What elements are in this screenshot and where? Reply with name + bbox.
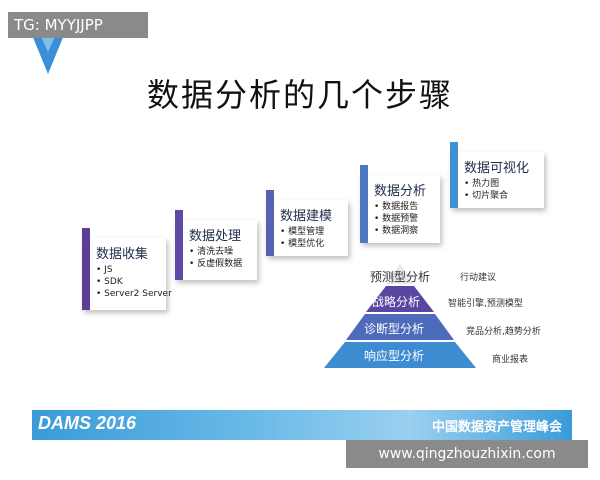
step-item: JS [96,264,166,276]
pyramid-level-responsive [324,342,476,368]
step-item: 数据预警 [374,213,440,225]
pyramid-level-diagnostic [346,314,454,340]
url-badge: www.qingzhouzhixin.com [346,440,588,468]
step-item: 反虚假数据 [189,258,257,270]
pyramid-level-predictive [386,264,414,284]
step-item: 模型优化 [280,238,348,250]
step-item: SDK [96,276,166,288]
pyramid-level-strategic [366,286,434,312]
pyramid-side-responsive: 商业报表 [492,355,529,365]
step-title: 数据分析 [374,184,427,199]
step-item: 模型管理 [280,226,348,238]
step-item: Server2 Server [96,288,172,300]
step-title: 数据建模 [280,209,333,224]
step-data-visualization: 数据可视化 热力图 切片聚合 [450,142,544,208]
pyramid-label-strategic: 战略分析 [372,295,421,309]
step-item: 切片聚合 [464,190,544,202]
conference-banner: DAMS 2016 中国数据资产管理峰会 [32,410,572,440]
page-title: 数据分析的几个步骤 [146,76,453,114]
banner-right-text: 中国数据资产管理峰会 [431,420,562,435]
step-data-collection: 数据收集 JS SDK Server2 Server [82,228,172,310]
step-data-modeling: 数据建模 模型管理 模型优化 [266,190,348,256]
step-title: 数据收集 [96,247,149,262]
step-item: 热力图 [464,178,544,190]
step-item: 清洗去噪 [189,246,257,258]
banner-left-text: DAMS 2016 [38,413,137,433]
pyramid-side-predictive: 行动建议 [460,273,497,283]
pyramid-label-diagnostic: 诊断型分析 [364,322,425,336]
step-title: 数据可视化 [464,161,530,176]
pyramid-side-strategic: 智能引擎,预测模型 [448,299,523,309]
step-item: 数据洞察 [374,225,440,237]
step-data-processing: 数据处理 清洗去噪 反虚假数据 [175,210,257,280]
pyramid-label-predictive: 预测型分析 [370,270,431,284]
step-title: 数据处理 [189,229,242,244]
step-item: 数据报告 [374,201,440,213]
pyramid-label-responsive: 响应型分析 [364,349,425,363]
analysis-pyramid [324,264,476,368]
step-data-analysis: 数据分析 数据报告 数据预警 数据洞察 [360,165,440,243]
pyramid-side-diagnostic: 竞品分析,趋势分析 [466,327,541,337]
tg-badge: TG: MYYJJPP [8,12,148,38]
